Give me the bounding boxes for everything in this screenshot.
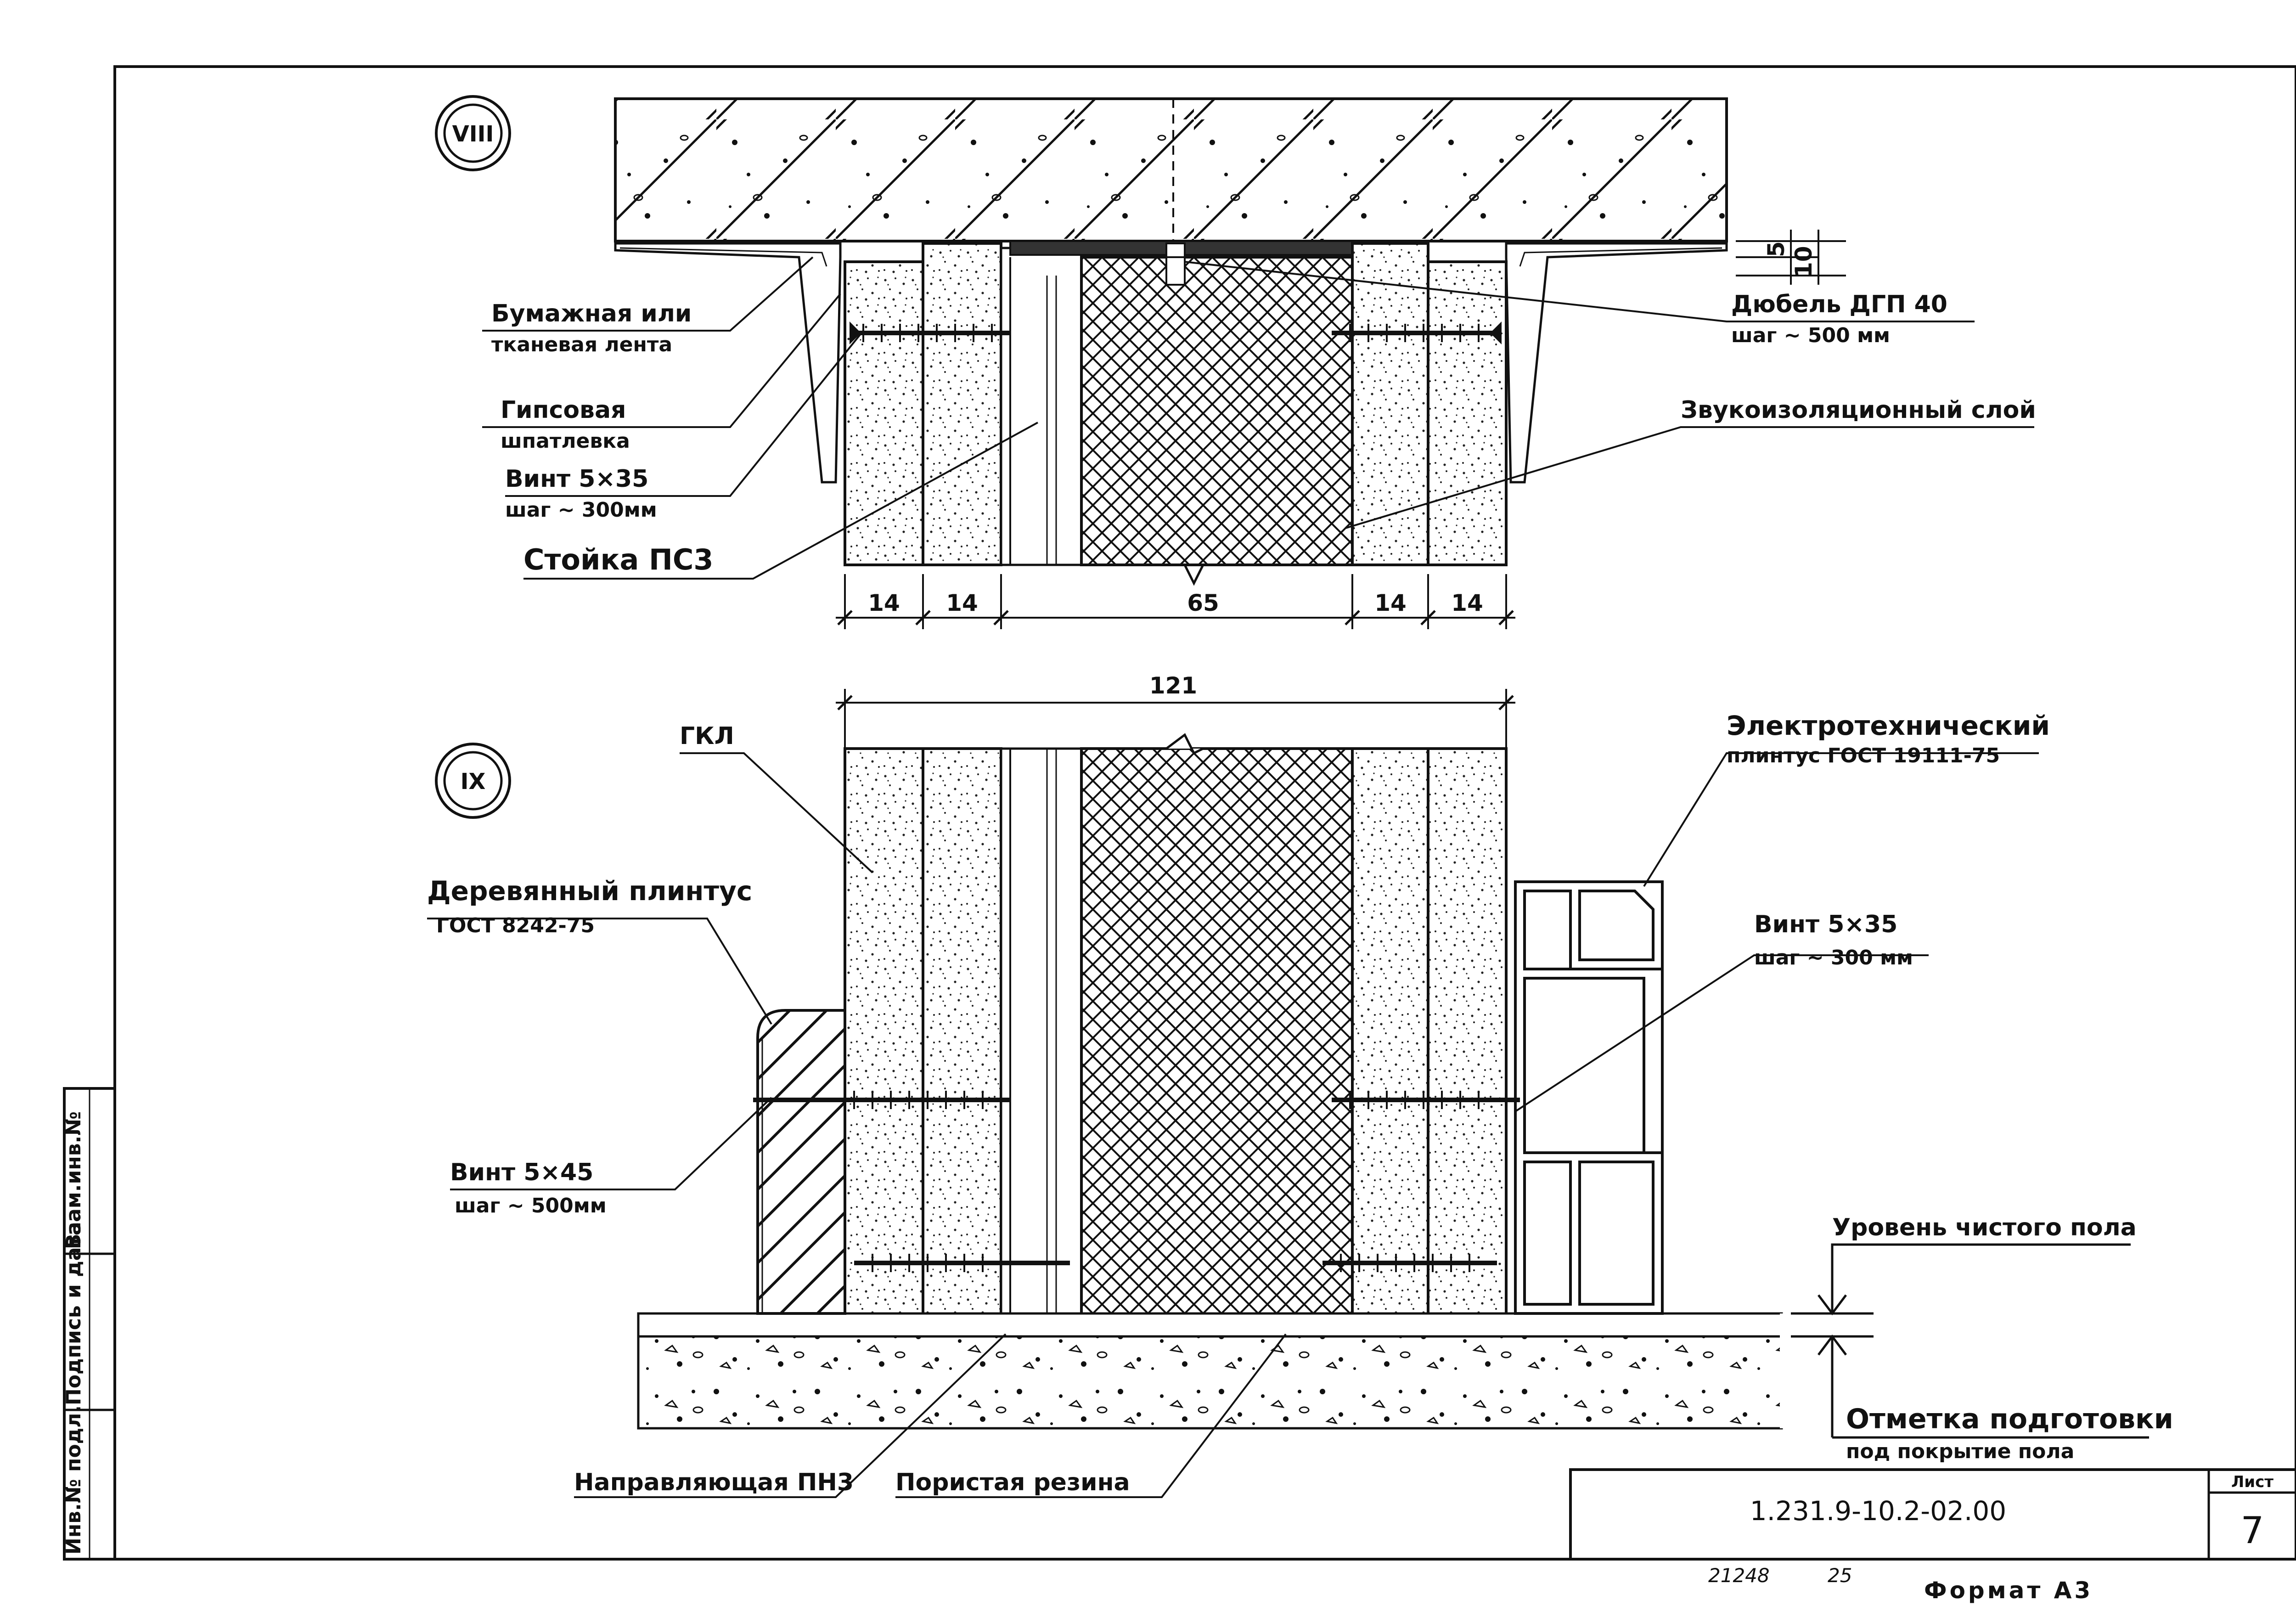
gkl-board-right-inner — [1351, 242, 1429, 566]
detail-viii: VIII — [435, 95, 2036, 629]
sound-insulation-ix — [1080, 747, 1354, 1324]
format-label: Формат А3 — [1924, 1577, 2093, 1604]
screw-left — [850, 321, 1010, 344]
dim-121: 121 — [1149, 672, 1197, 699]
dim-65: 65 — [1187, 590, 1219, 616]
order-number-2: 25 — [1828, 1564, 1852, 1587]
label-dowel-1: Дюбель ДГП 40 — [1731, 291, 1947, 318]
electrical-skirting — [1514, 880, 1664, 1315]
leaders-viii — [482, 256, 2034, 580]
label-wood-1: Деревянный плинтус — [427, 875, 752, 907]
label-screw-viii-2: шаг ~ 300мм — [505, 498, 657, 522]
dimension-row-viii — [836, 574, 1515, 629]
label-screw-viii-1: Винт 5×35 — [505, 465, 648, 493]
screw-right — [1332, 321, 1502, 344]
gkl-ix-right-inner — [1351, 747, 1429, 1333]
label-screw45-1: Винт 5×45 — [450, 1159, 593, 1186]
label-putty-2: шпатлевка — [501, 429, 630, 453]
dimension-121 — [836, 689, 1515, 749]
label-stud-ps3: Стойка ПС3 — [523, 543, 714, 576]
wooden-skirting — [756, 1009, 846, 1315]
leaders-ix — [427, 752, 2039, 1498]
label-elec-2: плинтус ГОСТ 19111-75 — [1727, 744, 2000, 767]
title-code: 1.231.9-10.2-02.00 — [1750, 1495, 2006, 1527]
putty-wedge-right — [1505, 242, 1728, 484]
dimension-5-10 — [1736, 230, 1846, 285]
dim-14-c: 14 — [1374, 590, 1407, 616]
gkl-board-right-outer — [1427, 260, 1508, 566]
label-elec-1: Электротехнический — [1727, 710, 2050, 741]
dowel-dgp40 — [1148, 242, 1203, 286]
dim-14-b: 14 — [946, 590, 978, 616]
stud-ps3 — [1000, 247, 1083, 566]
label-prep-2: под покрытие пола — [1846, 1440, 2074, 1463]
label-wood-2: ГОСТ 8242-75 — [436, 914, 595, 937]
gkl-ix-left-inner — [922, 747, 1002, 1333]
finish-floor — [637, 1312, 1783, 1338]
label-rubber: Пористая резина — [895, 1469, 1130, 1496]
gkl-ix-left-outer — [844, 747, 924, 1333]
putty-wedge-left — [614, 242, 842, 484]
label-floor-level: Уровень чистого пола — [1832, 1214, 2137, 1241]
screw-ix-upper-right — [1332, 1091, 1520, 1109]
svg-text:VIII: VIII — [452, 121, 494, 147]
svg-text:IX: IX — [461, 769, 486, 795]
label-screw45-2: шаг ~ 500мм — [455, 1194, 607, 1217]
detail-ix-marker: IX — [435, 743, 511, 819]
label-screw35-2: шаг ~ 300 мм — [1754, 946, 1913, 969]
title-block: 1.231.9-10.2-02.00 Лист 7 — [1569, 1468, 2296, 1561]
screw-ix-upper-left — [753, 1091, 1010, 1109]
screw-ix-lower-left — [854, 1254, 1070, 1272]
floor-level-marker — [1791, 1243, 2149, 1439]
screed-base — [637, 1335, 1783, 1430]
concrete-slab — [614, 97, 1728, 242]
label-screw35-1: Винт 5×35 — [1754, 911, 1897, 938]
side-stamp: Взам.инв.№ Подпись и дата Инв.№ подл. — [62, 1087, 115, 1559]
gkl-board-left-inner — [922, 242, 1002, 566]
label-dowel-2: шаг ~ 500 мм — [1731, 324, 1890, 347]
detail-ix: IX 121 — [427, 672, 2173, 1498]
sound-insulation — [1080, 256, 1354, 566]
label-tape-2: тканевая лента — [491, 333, 672, 356]
stamp-replace: Взам.инв.№ — [62, 1111, 85, 1249]
screw-ix-lower-right — [1322, 1254, 1497, 1272]
stamp-inv: Инв.№ подл. — [62, 1405, 85, 1555]
dim-5: 5 — [1763, 241, 1790, 257]
label-sound-layer: Звукоизоляционный слой — [1681, 396, 2036, 424]
label-gkl: ГКЛ — [680, 722, 734, 750]
title-sheet-number: 7 — [2241, 1509, 2264, 1552]
stamp-sign: Подпись и дата — [62, 1222, 85, 1405]
dim-14-d: 14 — [1451, 590, 1483, 616]
dim-10: 10 — [1790, 246, 1817, 278]
label-tape-1: Бумажная или — [491, 300, 692, 327]
gkl-board-left-outer — [844, 260, 924, 566]
gkl-ix-right-outer — [1427, 747, 1508, 1333]
stud-ix — [1000, 747, 1083, 1333]
label-prep-1: Отметка подготовки — [1846, 1403, 2173, 1435]
order-number: 21248 — [1708, 1564, 1770, 1587]
label-putty-1: Гипсовая — [501, 396, 626, 424]
dim-14-a: 14 — [868, 590, 900, 616]
label-guide-pn3: Направляющая ПН3 — [574, 1469, 854, 1496]
title-sheet-label: Лист — [2231, 1473, 2273, 1491]
detail-viii-marker: VIII — [435, 95, 511, 171]
